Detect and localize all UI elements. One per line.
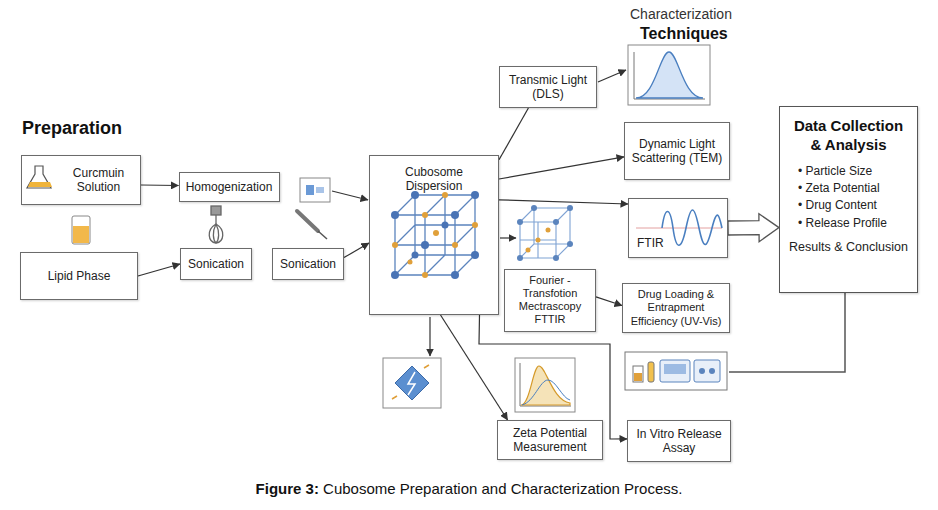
figure-caption: Figure 3: Cubosome Preparation and Chara… bbox=[0, 480, 938, 497]
connector-arrow bbox=[499, 157, 624, 179]
node-text: FTIR bbox=[637, 236, 664, 250]
lattice-icon bbox=[517, 205, 573, 261]
node-text: • Particle Size bbox=[788, 163, 872, 180]
node-text: Sonication bbox=[280, 257, 336, 271]
dispersion-box: Cubosome Dispersion bbox=[369, 155, 499, 315]
node-text: Curcmuin Solution bbox=[62, 166, 135, 195]
node-text: • Zeta Potential bbox=[788, 180, 880, 197]
process-box: Homogenization bbox=[179, 172, 280, 202]
connector-arrow bbox=[499, 108, 528, 160]
arrow bbox=[332, 191, 368, 200]
process-box: Sonication bbox=[180, 248, 252, 280]
mixer-icon bbox=[300, 178, 330, 202]
connector-arrow bbox=[441, 315, 508, 420]
technique-box: Transmic Light (DLS) bbox=[499, 66, 597, 108]
node-text: Cubosome Dispersion bbox=[375, 165, 493, 194]
node-text: Homogenization bbox=[186, 180, 273, 194]
section-heading: Preparation bbox=[22, 118, 122, 139]
connector-line bbox=[729, 293, 845, 372]
connector-arrow bbox=[344, 243, 369, 258]
section-heading: Characterization bbox=[630, 6, 732, 22]
node-text: • Release Profile bbox=[788, 215, 887, 232]
node-text: Fourier -Transfotion Mectrascopy FTTIR bbox=[510, 274, 590, 327]
release-plot bbox=[515, 358, 575, 412]
connector-arrow bbox=[596, 297, 622, 306]
homogenizer-icon bbox=[209, 206, 223, 243]
node-text: Results & Conclusion bbox=[789, 240, 908, 255]
arrow bbox=[429, 317, 430, 356]
technique-box: Zeta Potential Measurement bbox=[497, 420, 603, 460]
lab-equipment-icon bbox=[625, 352, 727, 390]
input-box: Lipid Phase bbox=[20, 252, 138, 300]
node-text: Zeta Potential Measurement bbox=[503, 426, 597, 455]
node-text: Data Collection & Analysis bbox=[788, 117, 909, 155]
block-arrow bbox=[728, 214, 779, 242]
node-text: Sonication bbox=[188, 257, 244, 271]
process-box: Sonication bbox=[272, 248, 344, 280]
technique-box: Dynamic Light Scattering (TEM) bbox=[624, 122, 730, 180]
size-distribution-plot bbox=[628, 45, 710, 105]
results-box: Data Collection & Analysis • Particle Siz… bbox=[779, 106, 918, 293]
arrow bbox=[598, 70, 626, 82]
flask-icon bbox=[27, 166, 52, 188]
node-text: In Vitro Release Assay bbox=[633, 427, 725, 456]
node-text: Dynamic Light Scattering (TEM) bbox=[630, 137, 724, 166]
section-heading: Techniques bbox=[640, 25, 728, 43]
plot-box: FTIR bbox=[628, 198, 728, 258]
arrow bbox=[500, 237, 516, 238]
connector-arrow bbox=[499, 200, 628, 204]
node-text: Lipid Phase bbox=[48, 269, 111, 283]
cubic-lattice bbox=[391, 191, 479, 279]
technique-box: Drug Loading & Entrapment Efficiency (UV… bbox=[622, 283, 730, 333]
node-text: Drug Loading & Entrapment Efficiency (UV… bbox=[628, 288, 724, 328]
node-text: Transmic Light (DLS) bbox=[505, 73, 591, 102]
input-box: Curcmuin Solution bbox=[21, 155, 141, 205]
connector-arrow bbox=[138, 264, 180, 276]
connector-arrow bbox=[141, 184, 179, 186]
zeta-icon bbox=[383, 358, 441, 408]
node-text: • Drug Content bbox=[788, 197, 877, 214]
technique-box: In Vitro Release Assay bbox=[627, 420, 731, 462]
beaker-icon bbox=[72, 216, 90, 244]
technique-box: Fourier -Transfotion Mectrascopy FTTIR bbox=[504, 269, 596, 332]
probe-icon bbox=[297, 211, 327, 239]
